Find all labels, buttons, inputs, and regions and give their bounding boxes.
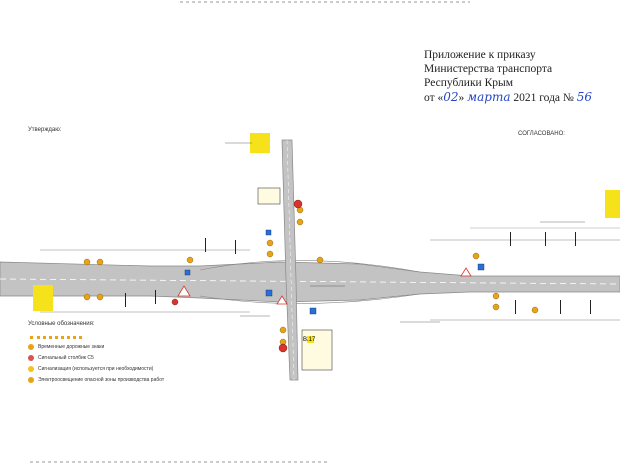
legend-title: Условные обозначения:	[28, 321, 95, 327]
yellow-block-left	[33, 285, 53, 311]
marker-posts	[125, 232, 591, 314]
legend-item: Временные дорожные знаки	[28, 344, 104, 350]
yellow-block-top	[250, 133, 270, 153]
bypass-curve-top	[199, 260, 421, 273]
date-year: 2021 года №	[513, 92, 574, 104]
order-number: 56	[576, 90, 593, 104]
legend-item-label: Сигнализация (используется при необходим…	[38, 366, 154, 372]
date-day: 02	[443, 90, 459, 104]
legend-item-label: Электроосвещение опасной зоны производст…	[38, 377, 165, 383]
date-prefix: от «	[424, 92, 444, 104]
legend-item: Электроосвещение опасной зоны производст…	[28, 377, 164, 383]
legend-item-label: Сигнальный столбик С5	[38, 355, 94, 361]
warning-triangles	[177, 267, 472, 305]
legend-post-icon	[28, 355, 34, 361]
date-mid: »	[458, 92, 465, 104]
date-month: марта	[467, 90, 511, 104]
approve-label: Утверждаю:	[28, 127, 62, 133]
sign-b17-label: В.17	[303, 337, 316, 343]
main-road	[0, 261, 620, 303]
legend-signal-icon	[28, 366, 34, 372]
sign-panel-b17	[301, 329, 333, 371]
order-line-3: Республики Крым	[424, 77, 513, 89]
legend-dotted-line	[30, 336, 82, 339]
prohibition-signs	[171, 199, 303, 353]
order-date-line: от «02» марта 2021 года № 56	[424, 90, 592, 105]
order-line-1: Приложение к приказу	[424, 49, 536, 61]
cross-road	[281, 139, 299, 381]
order-header: Приложение к приказу Министерства трансп…	[424, 48, 592, 105]
temporary-signs	[83, 206, 539, 346]
order-line-2: Министерства транспорта	[424, 63, 553, 75]
legend-item-label: Временные дорожные знаки	[38, 344, 105, 350]
legend-item: Сигнальный столбик С5	[28, 355, 94, 361]
sign-panel-top	[257, 187, 281, 205]
agreed-label: СОГЛАСОВАНО:	[518, 131, 565, 137]
legend-light-icon	[28, 377, 34, 383]
road-center-line	[0, 278, 620, 285]
yellow-block-right	[605, 190, 620, 218]
info-signs	[184, 229, 485, 315]
legend-sign-icon	[28, 344, 34, 350]
legend-item: Сигнализация (используется при необходим…	[28, 366, 153, 372]
bypass-curve-bottom	[199, 293, 421, 304]
